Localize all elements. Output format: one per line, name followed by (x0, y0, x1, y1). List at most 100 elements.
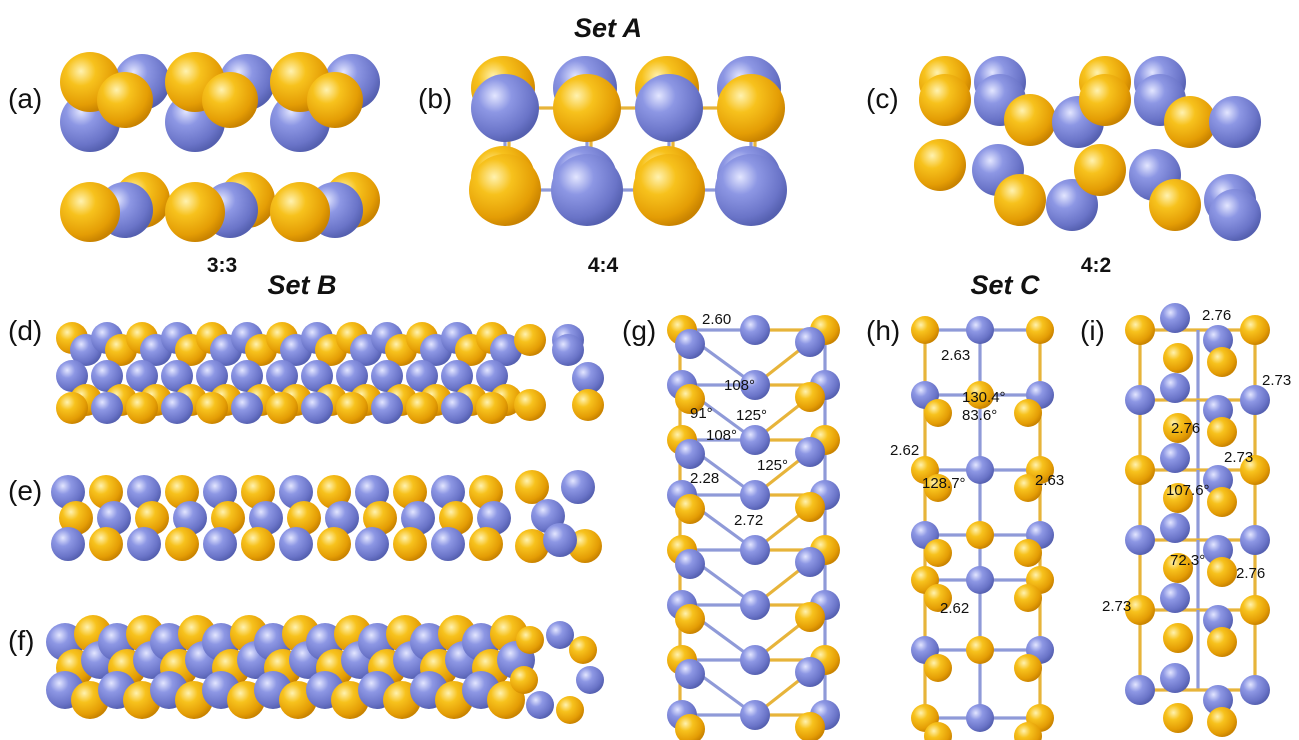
gold-atom (1163, 553, 1193, 583)
gold-atom (966, 521, 994, 549)
gold-atom (914, 139, 966, 191)
panel-label-c: (c) (866, 83, 899, 114)
blue-atom (715, 154, 787, 226)
gold-atom (1207, 707, 1237, 737)
blue-atom (1209, 96, 1261, 148)
gold-atom (89, 475, 123, 509)
blue-atom (795, 437, 825, 467)
bond-length-label: 2.72 (734, 512, 763, 529)
blue-atom (740, 370, 770, 400)
blue-atom (476, 360, 508, 392)
blue-atom (740, 535, 770, 565)
gold-atom (510, 666, 538, 694)
gold-atom (919, 74, 971, 126)
gold-atom (924, 399, 952, 427)
bond-length-label: 2.76 (1202, 307, 1231, 324)
blue-atom (231, 392, 263, 424)
gold-atom (514, 389, 546, 421)
blue-atom (249, 501, 283, 535)
gold-atom (1026, 316, 1054, 344)
blue-atom (279, 527, 313, 561)
blue-atom (477, 501, 511, 535)
gold-atom (287, 501, 321, 535)
blue-atom (490, 334, 522, 366)
bond-angle-label: 125° (736, 407, 767, 424)
blue-atom (675, 549, 705, 579)
blue-atom (551, 154, 623, 226)
blue-atom (561, 470, 595, 504)
set-a-title: Set A (574, 13, 642, 43)
gold-atom (336, 392, 368, 424)
gold-atom (393, 527, 427, 561)
gold-atom (795, 382, 825, 412)
blue-atom (355, 527, 389, 561)
bond-length-label: 2.73 (1262, 372, 1291, 389)
set-c-title: Set C (970, 270, 1040, 300)
bond-length-label: 2.73 (1224, 449, 1253, 466)
blue-atom (231, 360, 263, 392)
blue-atom (371, 360, 403, 392)
gold-atom (1014, 474, 1042, 502)
gold-atom (675, 604, 705, 634)
gold-atom (1014, 722, 1042, 740)
blue-atom (675, 329, 705, 359)
gold-atom (515, 529, 549, 563)
ratio-c: 4:2 (1081, 254, 1111, 277)
gold-atom (1125, 455, 1155, 485)
blue-atom (1160, 373, 1190, 403)
bond-angle-label: 91° (690, 405, 713, 422)
panel-label-h: (h) (866, 315, 900, 346)
bond-length-label: 2.60 (702, 311, 731, 328)
blue-atom (526, 691, 554, 719)
gold-atom (469, 475, 503, 509)
blue-atom (301, 392, 333, 424)
blue-atom (196, 360, 228, 392)
bond-angle-label: 125° (757, 457, 788, 474)
gold-atom (514, 324, 546, 356)
gold-atom (59, 501, 93, 535)
gold-atom (270, 182, 330, 242)
gold-atom (569, 636, 597, 664)
bond-length-label: 2.63 (941, 347, 970, 364)
bond-length-label: 2.73 (1102, 598, 1131, 615)
blue-atom (279, 475, 313, 509)
blue-atom (431, 527, 465, 561)
gold-atom (89, 527, 123, 561)
panel-label-a: (a) (8, 83, 42, 114)
gold-atom (196, 392, 228, 424)
gold-atom (994, 174, 1046, 226)
gold-atom (572, 389, 604, 421)
gold-atom (556, 696, 584, 724)
blue-atom (1125, 385, 1155, 415)
gold-atom (1163, 343, 1193, 373)
blue-atom (795, 327, 825, 357)
blue-atom (1160, 513, 1190, 543)
gold-atom (1163, 413, 1193, 443)
gold-atom (1125, 315, 1155, 345)
blue-atom (1240, 525, 1270, 555)
gold-atom (795, 492, 825, 522)
gold-atom (1149, 179, 1201, 231)
gold-atom (1207, 347, 1237, 377)
gold-atom (675, 384, 705, 414)
gold-atom (911, 316, 939, 344)
blue-atom (91, 360, 123, 392)
blue-atom (161, 392, 193, 424)
blue-atom (1240, 385, 1270, 415)
gold-atom (924, 539, 952, 567)
blue-atom (441, 392, 473, 424)
gold-atom (60, 182, 120, 242)
blue-atom (740, 590, 770, 620)
gold-atom (363, 501, 397, 535)
gold-atom (633, 154, 705, 226)
blue-atom (1160, 663, 1190, 693)
set-b-title: Set B (267, 270, 336, 300)
gold-atom (1014, 584, 1042, 612)
gold-atom (795, 602, 825, 632)
gold-atom (165, 527, 199, 561)
panel-label-g: (g) (622, 315, 656, 346)
gold-atom (469, 527, 503, 561)
bond-length-label: 2.62 (890, 442, 919, 459)
ratio-b: 4:4 (588, 254, 619, 277)
blue-atom (1046, 179, 1098, 231)
